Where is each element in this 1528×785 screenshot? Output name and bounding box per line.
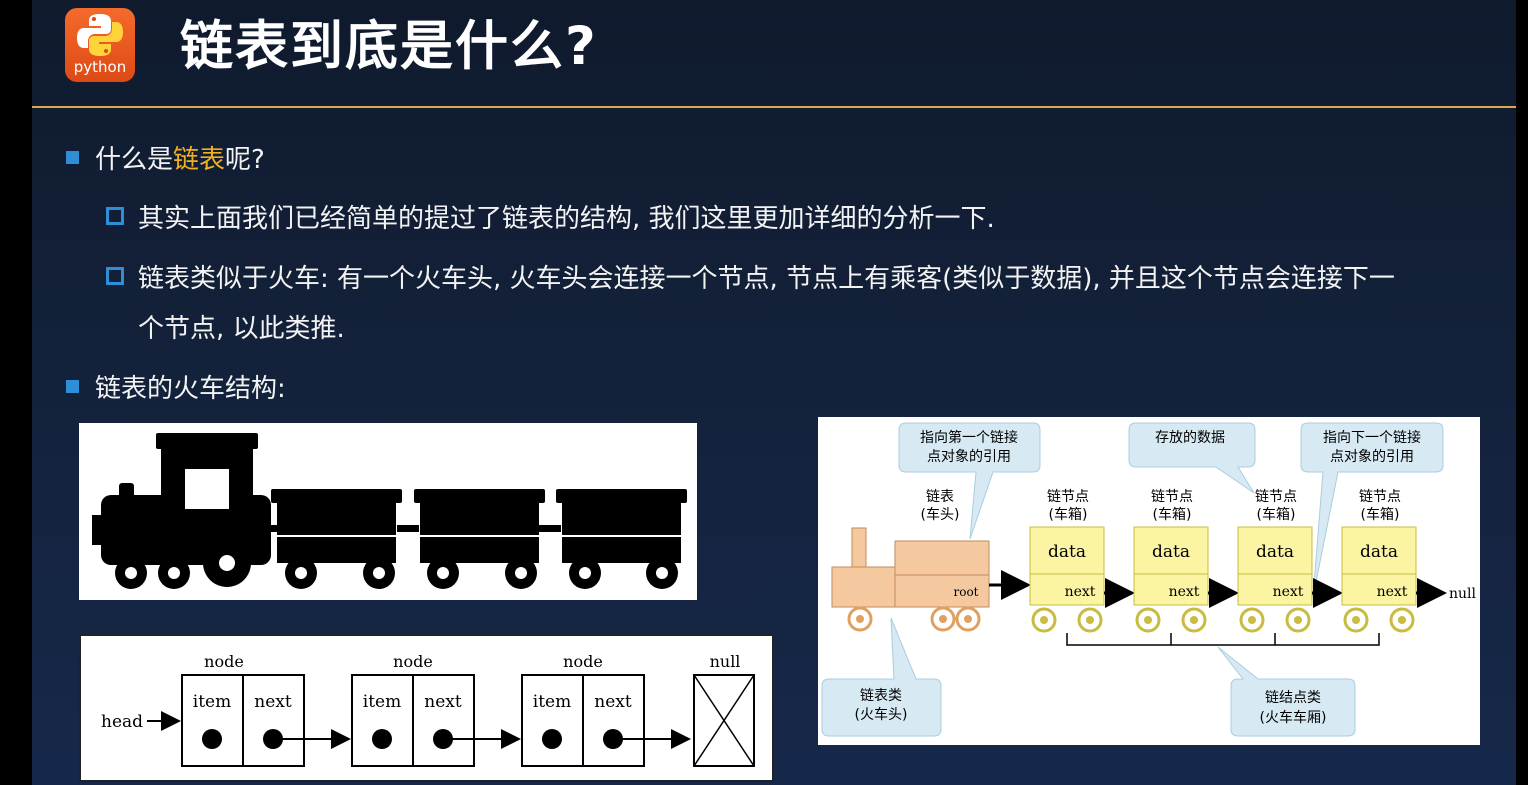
callout-text: 指向第一个链接: [920, 429, 1018, 446]
next-label: next: [594, 692, 632, 712]
next-label: next: [1065, 584, 1096, 600]
node-label: (车箱): [1153, 506, 1192, 523]
callout-text: 指向下一个链接: [1323, 429, 1421, 446]
highlight-text: 链表: [173, 145, 225, 175]
node-label: (车箱): [1049, 506, 1088, 523]
node-label: (车箱): [1361, 506, 1400, 523]
node-label: (车箱): [1257, 506, 1296, 523]
node-labels: 链节点 (车箱) 链节点 (车箱) 链节点 (车箱) 链节点 (车箱): [1047, 489, 1401, 523]
node-3: node item next: [522, 652, 689, 766]
page-title: 链表到底是什么?: [180, 4, 598, 80]
train-diagram-svg: 指向第一个链接 点对象的引用 存放的数据 指向下一个链接 点对象的引用 链表 (…: [818, 417, 1480, 745]
callout-text: 链结点类: [1265, 690, 1321, 706]
sub-bullet-icon: [106, 207, 124, 225]
node-label: 链节点: [1151, 489, 1193, 505]
node-1: node item next: [182, 652, 349, 766]
data-label: data: [1360, 542, 1398, 562]
python-snake-icon: [65, 8, 135, 58]
callout-text: (火车头): [855, 706, 908, 723]
bullet-square-icon: [66, 380, 79, 393]
wagon-node-4: data next: [1342, 527, 1416, 631]
next-label: next: [1169, 584, 1200, 600]
next-label: next: [1273, 584, 1304, 600]
data-label: data: [1152, 542, 1190, 562]
null-label: null: [710, 652, 741, 671]
null-label: null: [1449, 586, 1477, 602]
node-label: 链节点: [1255, 489, 1297, 505]
sub-bullet-text: 其实上面我们已经简单的提过了链表的结构, 我们这里更加详细的分析一下.: [138, 198, 995, 235]
null-node: null: [694, 652, 754, 766]
node-label: node: [393, 652, 433, 671]
linked-list-diagram: head node item next node item next: [79, 634, 774, 782]
bullet-text: 什么是: [95, 145, 173, 175]
callout-text: 存放的数据: [1155, 430, 1225, 446]
callout-text: 链表类: [860, 688, 902, 704]
data-label: data: [1256, 542, 1294, 562]
list-head-label: (车头): [921, 506, 960, 523]
train-icon: [79, 423, 697, 600]
locomotive-shape: root: [832, 528, 989, 630]
sub-bullet-text: 链表类似于火车: 有一个火车头, 火车头会连接一个节点, 节点上有乘客(类似于数…: [138, 258, 1395, 295]
sub-bullet-icon: [106, 267, 124, 285]
node-label: 链节点: [1047, 489, 1089, 505]
node-label: node: [563, 652, 603, 671]
linked-list-svg: head node item next node item next: [81, 636, 772, 780]
sub-bullet-text: 个节点, 以此类推.: [138, 308, 345, 345]
wagon-node-1: data next: [1030, 527, 1104, 631]
node-label: 链节点: [1359, 489, 1401, 505]
slide: python 链表到底是什么? 什么是链表呢? 其实上面我们已经简单的提过了链表…: [32, 0, 1516, 785]
bullet-train-structure: 链表的火车结构:: [95, 368, 286, 405]
list-head-label: 链表: [926, 489, 954, 505]
root-label: root: [953, 585, 978, 599]
callout-text: 点对象的引用: [927, 449, 1011, 465]
data-label: data: [1048, 542, 1086, 562]
python-logo: python: [65, 8, 135, 82]
node-label: node: [204, 652, 244, 671]
python-logo-text: python: [65, 58, 135, 76]
callout-stored-data: 存放的数据: [1129, 423, 1255, 493]
item-label: item: [193, 692, 231, 712]
wagon-node-3: data next: [1238, 527, 1312, 631]
bullet-text: 呢?: [225, 145, 265, 175]
next-label: next: [1377, 584, 1408, 600]
next-label: next: [424, 692, 462, 712]
bullet-what-is-linked-list: 什么是链表呢?: [95, 139, 265, 176]
item-label: item: [363, 692, 401, 712]
title-divider: [32, 106, 1516, 108]
head-label: head: [101, 712, 143, 732]
item-label: item: [533, 692, 571, 712]
train-linked-list-diagram: 指向第一个链接 点对象的引用 存放的数据 指向下一个链接 点对象的引用 链表 (…: [818, 417, 1480, 745]
callout-text: 点对象的引用: [1330, 449, 1414, 465]
node-2: node item next: [352, 652, 519, 766]
train-silhouette-image: [79, 423, 697, 600]
callout-list-class: 链表类 (火车头): [822, 618, 941, 736]
bullet-square-icon: [66, 151, 79, 164]
callout-text: (火车车厢): [1260, 709, 1327, 726]
next-label: next: [254, 692, 292, 712]
callout-node-class: 链结点类 (火车车厢): [1218, 647, 1355, 736]
wagon-node-2: data next: [1134, 527, 1208, 631]
